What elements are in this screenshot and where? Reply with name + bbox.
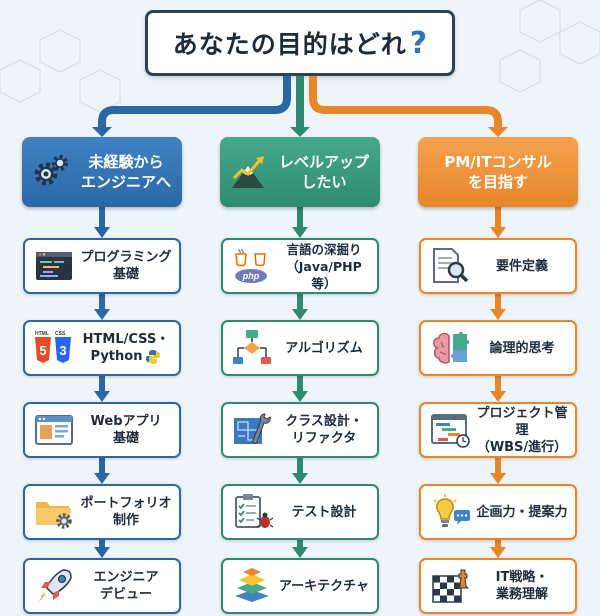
header-level-up-line2: したい [301,173,347,191]
chess-board-icon [429,566,471,606]
header-pm-consul-line2: を目指す [467,173,528,191]
step-label-line2: 基礎 [112,431,139,446]
layers-icon [231,566,273,606]
card-test-design: テスト設計 [221,484,379,540]
card-requirements: 要件定義 [419,238,577,294]
card-logical-thinking: 論理的思考 [419,320,577,376]
card-class-design: クラス設計・ リファクタ [221,402,379,458]
step-label-line1: プログラミング [80,250,172,265]
step-label-line1: HTML/CSS・ [82,332,170,347]
header-beginner-line2: エンジニアへ [80,173,171,191]
step-label-line2: （WBS/進行） [476,439,568,455]
title-box: あなたの目的はどれ ? [145,10,455,76]
step-label-line1: エンジニア [93,570,159,585]
svg-text:3: 3 [59,343,66,358]
step-label-line1: クラス設計・ [285,414,363,429]
card-portfolio: ポートフォリオ 制作 [23,484,181,540]
header-pm-consul: PM/ITコンサル を目指す [418,137,578,207]
card-html-css-python: HTML 5 CSS 3 HTML/CSS・ Python [23,320,181,376]
step-label-line2: Python [90,349,143,364]
step-label-line1: テスト設計 [291,504,357,520]
card-engineer-debut: エンジニア デビュー [23,558,181,614]
java-php-icon: php [231,246,273,286]
step-label-line1: 言語の深掘り [286,241,362,257]
lightbulb-icon [429,492,471,532]
brain-puzzle-icon [429,328,471,368]
step-label-line2: 制作 [112,513,139,528]
flowchart-icon [231,328,273,368]
arrow-head-col1 [92,127,112,137]
header-pm-consul-line1: PM/ITコンサル [444,153,552,171]
step-label-line1: IT戦略・ [495,570,549,585]
header-beginner: 未経験から エンジニアへ [22,137,182,207]
code-editor-icon [33,246,75,286]
folder-gear-icon [33,492,75,532]
web-browser-icon [33,410,75,450]
document-search-icon [429,246,471,286]
step-label-line1: アルゴリズム [285,340,363,356]
header-beginner-line1: 未経験から [88,153,164,171]
step-label-line1: 企画力・提案力 [476,504,568,520]
step-label-line1: Webアプリ [90,414,162,429]
step-label-line1: アーキテクチャ [278,578,370,594]
title-text: あなたの目的はどれ [172,30,407,59]
mountain-arrow-icon [228,152,270,192]
arrow-head-col2 [290,127,310,137]
step-label-line2: 基礎 [112,267,139,282]
html-badge: HTML [35,331,49,337]
connector-title-to-col1 [98,76,291,130]
python-logo-icon [146,349,161,364]
card-language-deep-dive: php 言語の深掘り （Java/PHP等） [221,238,379,294]
blueprint-wrench-icon [231,410,273,450]
step-label-line2: （Java/PHP等） [286,258,362,291]
card-algorithm: アルゴリズム [221,320,379,376]
card-project-management: プロジェクト管理 （WBS/進行） [419,402,577,458]
connector-title-to-col3 [309,76,502,130]
checklist-bug-icon [231,492,273,532]
css-badge: CSS [55,331,66,337]
gantt-chart-icon [429,410,471,450]
rocket-icon [33,566,75,606]
step-label-line1: 論理的思考 [489,340,555,356]
step-label-line1: ポートフォリオ [80,496,172,511]
card-programming-basics: プログラミング 基礎 [23,238,181,294]
gears-icon [30,152,72,192]
step-label-line1: プロジェクト管理 [476,405,568,438]
svg-text:5: 5 [39,343,46,358]
step-label-line2: 業務理解 [495,587,548,602]
step-label-line2: デビュー [99,587,152,602]
arrow-head-col3 [488,127,508,137]
question-mark-icon: ? [409,25,428,61]
card-architecture: アーキテクチャ [221,558,379,614]
header-level-up: レベルアップ したい [220,137,380,207]
header-level-up-line1: レベルアップ [278,153,369,171]
card-web-app-basics: Webアプリ 基礎 [23,402,181,458]
card-planning-proposal: 企画力・提案力 [419,484,577,540]
card-it-strategy: IT戦略・ 業務理解 [419,558,577,614]
html-css-python-icon: HTML 5 CSS 3 [33,328,75,368]
step-label-line1: 要件定義 [495,258,548,274]
php-badge: php [242,271,260,281]
step-label-line2: リファクタ [291,431,357,446]
